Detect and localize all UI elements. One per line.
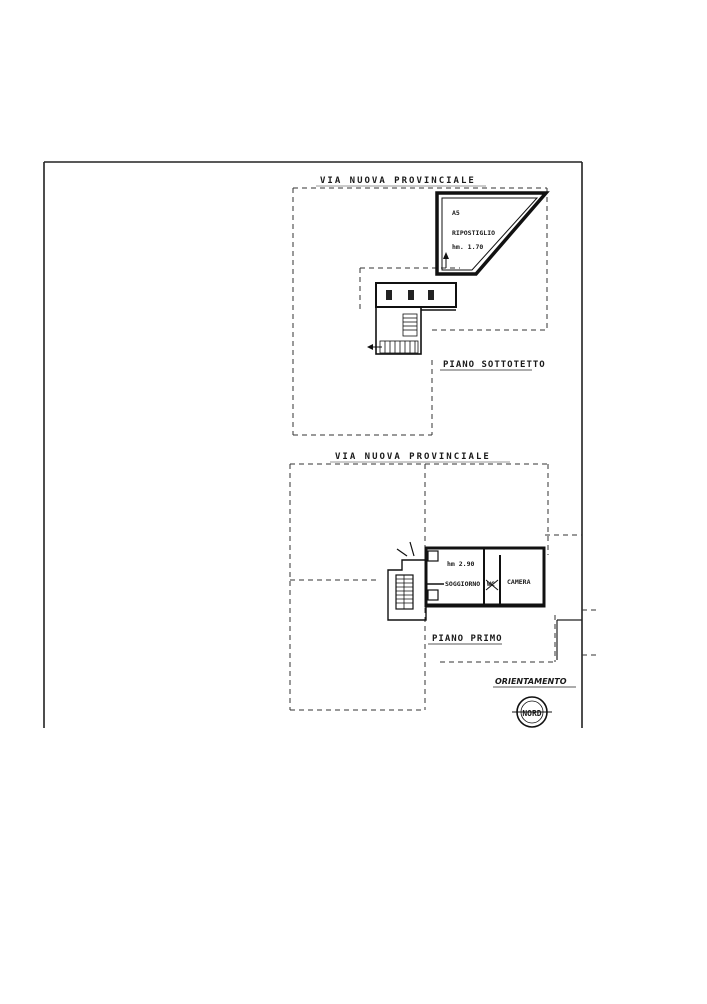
street-label-bottom: VIA NUOVA PROVINCIALE xyxy=(335,452,491,462)
orientation-compass: ORIENTAMENTO NORD xyxy=(493,677,576,728)
storage-room-height: hm. 1.70 xyxy=(452,243,483,251)
floor-label-first: PIANO PRIMO xyxy=(432,634,503,644)
first-floor-dashed-perimeter xyxy=(289,463,600,711)
first-floor-side-walls xyxy=(556,619,582,660)
storage-mark: A5 xyxy=(452,209,460,217)
compass-text: NORD xyxy=(522,709,541,718)
attic-stair-core xyxy=(375,282,457,355)
first-floor-stair xyxy=(387,541,427,621)
attic-storage-room xyxy=(435,191,550,276)
sheet-frame xyxy=(43,161,583,728)
bedroom-label: CAMERA xyxy=(507,578,531,586)
living-room-label: SOGGIORNO xyxy=(445,580,480,588)
wc-label: WC xyxy=(487,580,495,588)
apartment-walls xyxy=(424,546,546,608)
street-label-top: VIA NUOVA PROVINCIALE xyxy=(320,176,476,186)
attic-stair-flight xyxy=(379,313,419,354)
attic-dashed-perimeter xyxy=(292,187,548,436)
orientation-label: ORIENTAMENTO xyxy=(495,677,567,686)
attic-plan: VIA NUOVA PROVINCIALE A5 RIPOSTIGLIO hm.… xyxy=(292,176,550,436)
first-floor-plan: VIA NUOVA PROVINCIALE hm 2.90 SOGGIORNO … xyxy=(289,452,600,711)
storage-room-label: RIPOSTIGLIO xyxy=(452,229,495,237)
floor-label-attic: PIANO SOTTOTETTO xyxy=(443,360,546,370)
living-room-height: hm 2.90 xyxy=(447,560,474,568)
